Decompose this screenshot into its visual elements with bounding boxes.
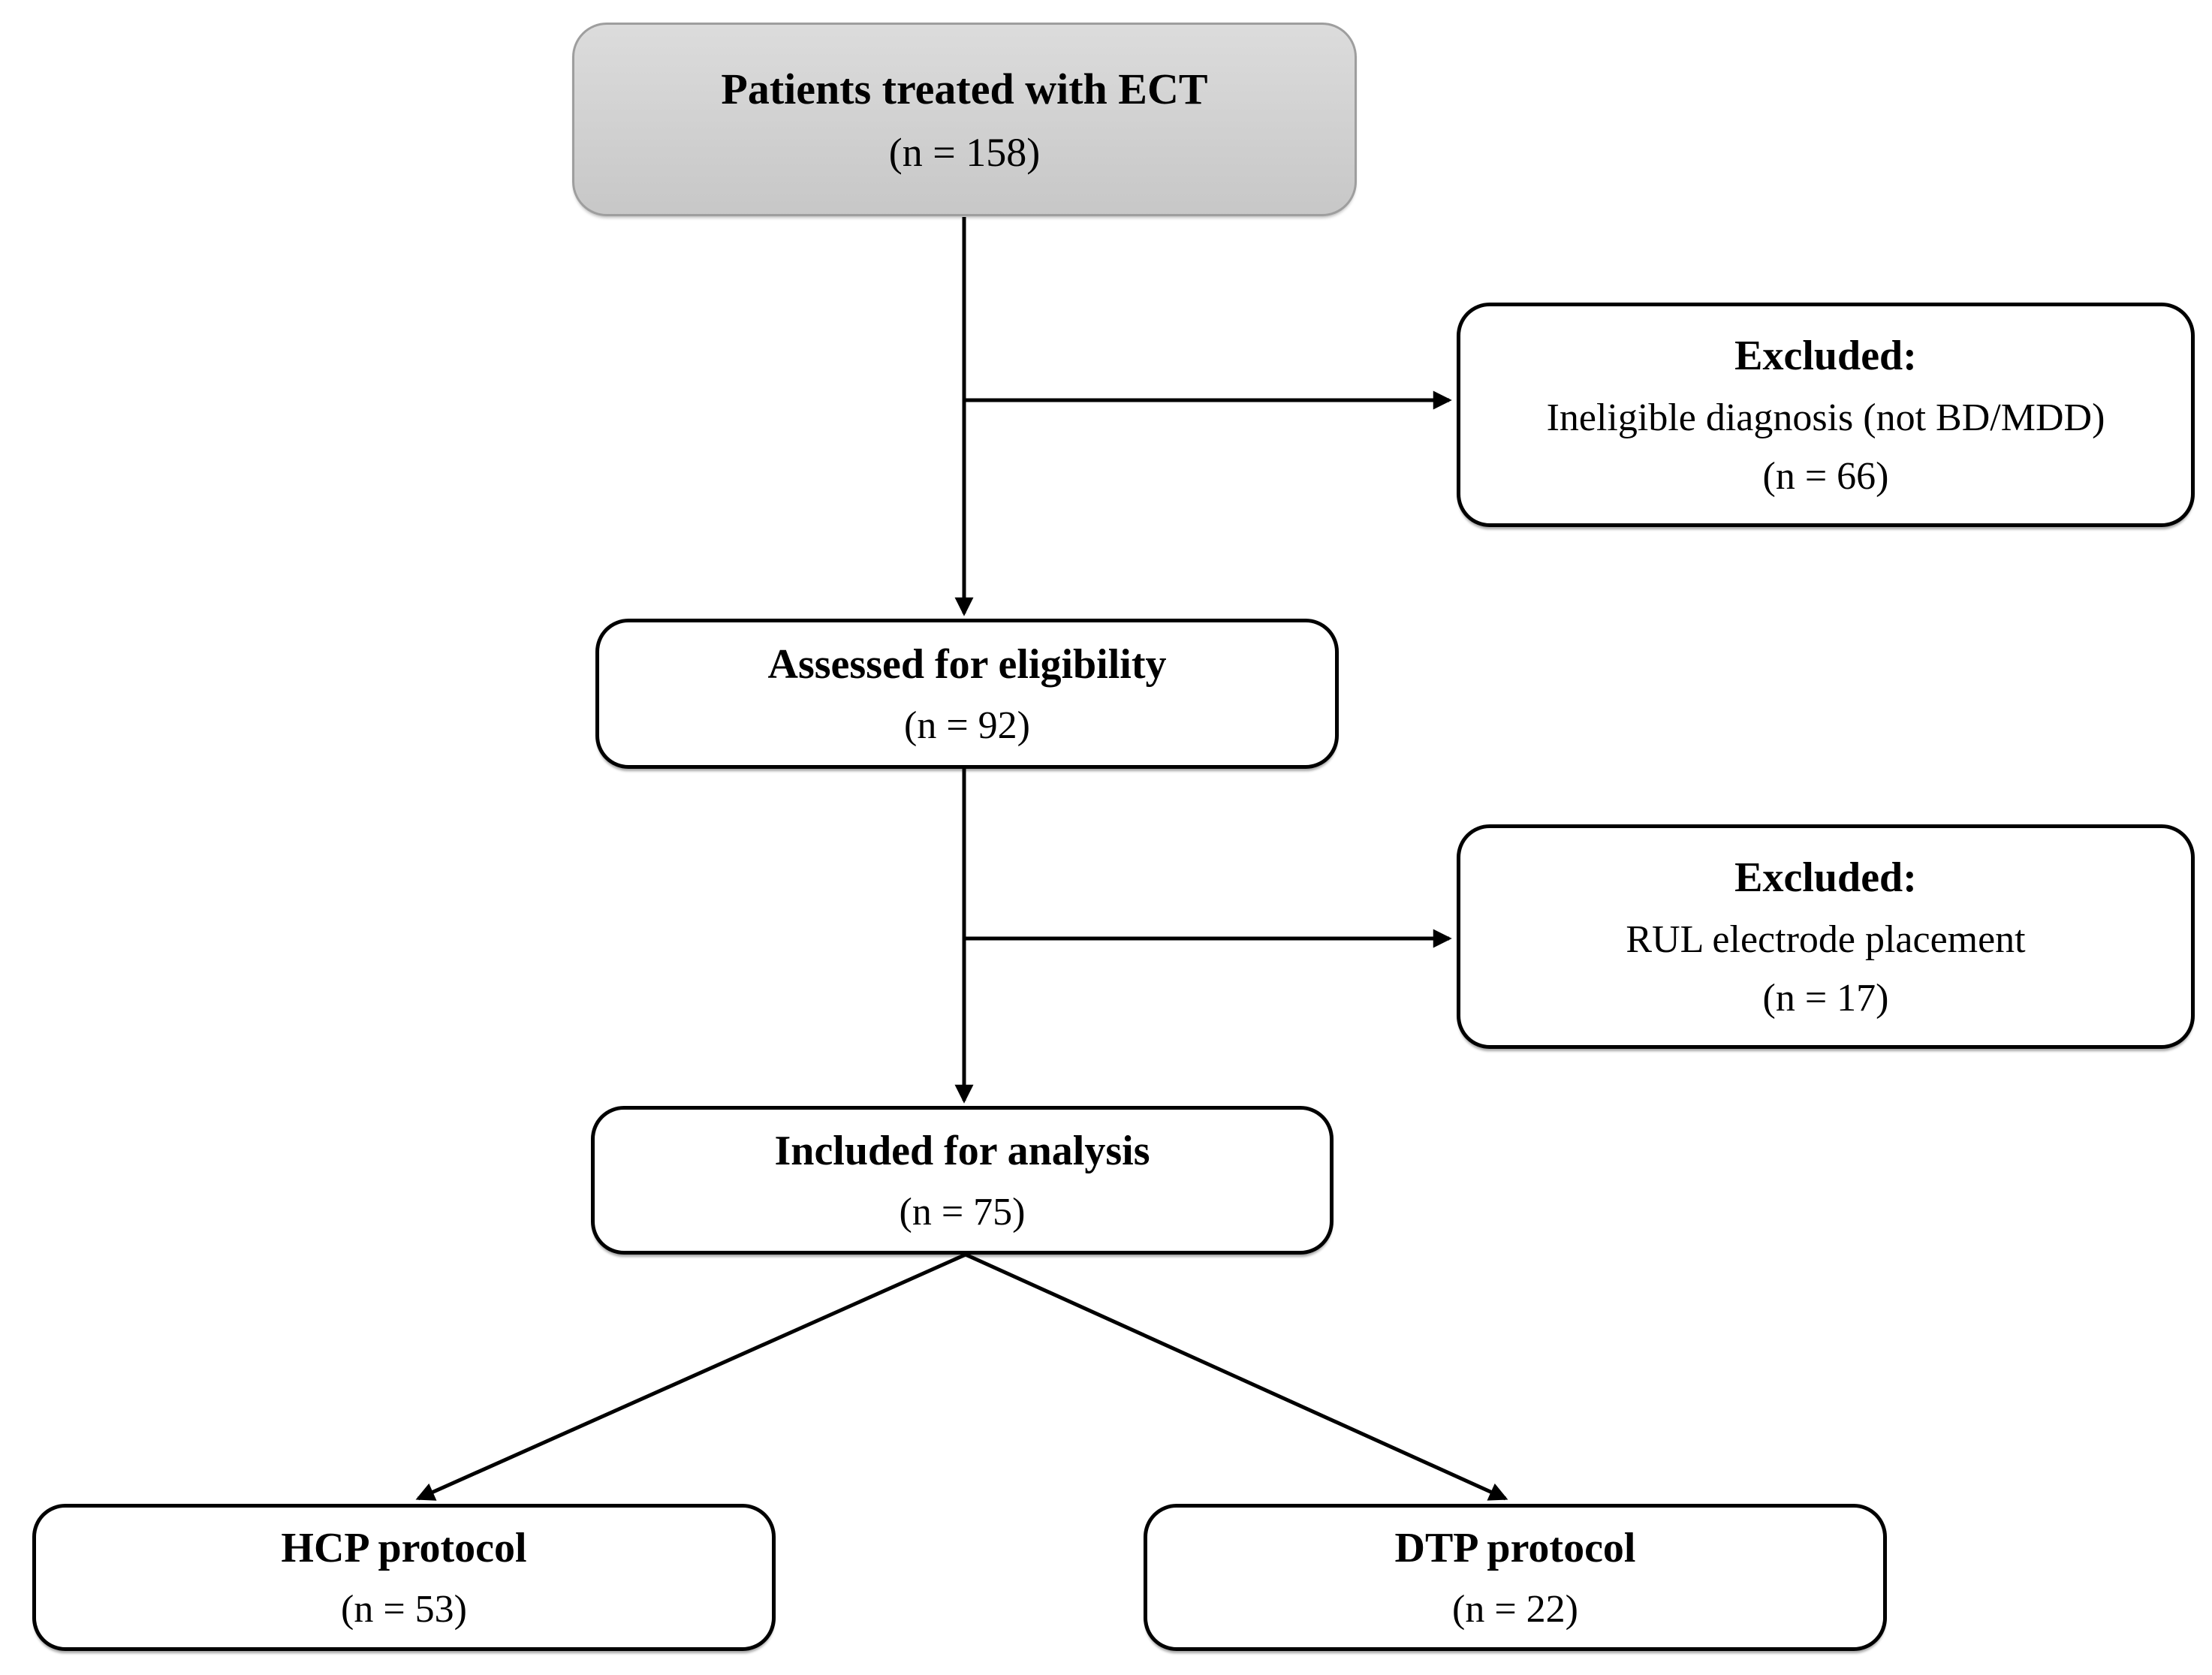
arrow-included-to-hcp xyxy=(415,1252,967,1501)
arrow-included-to-dtp xyxy=(964,1252,1508,1501)
node-assessed-eligibility-title: Assessed for eligibility xyxy=(767,640,1167,688)
node-dtp-protocol-title: DTP protocol xyxy=(1394,1524,1636,1571)
node-patients-treated-ect-title: Patients treated with ECT xyxy=(721,64,1208,113)
node-excluded-rul-detail: RUL electrode placement xyxy=(1626,917,2026,961)
node-hcp-protocol-count: (n = 53) xyxy=(341,1588,467,1631)
node-dtp-protocol: DTP protocol (n = 22) xyxy=(1144,1504,1887,1651)
node-assessed-eligibility: Assessed for eligibility (n = 92) xyxy=(595,619,1339,769)
node-excluded-rul-count: (n = 17) xyxy=(1762,976,1889,1020)
node-excluded-diagnosis: Excluded: Ineligible diagnosis (not BD/M… xyxy=(1457,303,2195,527)
node-included-analysis: Included for analysis (n = 75) xyxy=(591,1106,1334,1255)
node-excluded-diagnosis-title: Excluded: xyxy=(1734,333,1917,380)
node-hcp-protocol-title: HCP protocol xyxy=(281,1524,527,1571)
node-excluded-diagnosis-detail: Ineligible diagnosis (not BD/MDD) xyxy=(1546,396,2105,439)
node-included-analysis-title: Included for analysis xyxy=(774,1127,1150,1174)
node-assessed-eligibility-count: (n = 92) xyxy=(904,704,1030,748)
node-dtp-protocol-count: (n = 22) xyxy=(1452,1588,1578,1631)
node-excluded-rul: Excluded: RUL electrode placement (n = 1… xyxy=(1457,824,2195,1049)
node-patients-treated-ect: Patients treated with ECT (n = 158) xyxy=(572,23,1357,216)
node-excluded-diagnosis-count: (n = 66) xyxy=(1762,454,1889,498)
node-included-analysis-count: (n = 75) xyxy=(899,1191,1026,1234)
node-hcp-protocol: HCP protocol (n = 53) xyxy=(32,1504,776,1651)
node-excluded-rul-title: Excluded: xyxy=(1734,854,1917,902)
node-patients-treated-ect-count: (n = 158) xyxy=(888,130,1041,176)
